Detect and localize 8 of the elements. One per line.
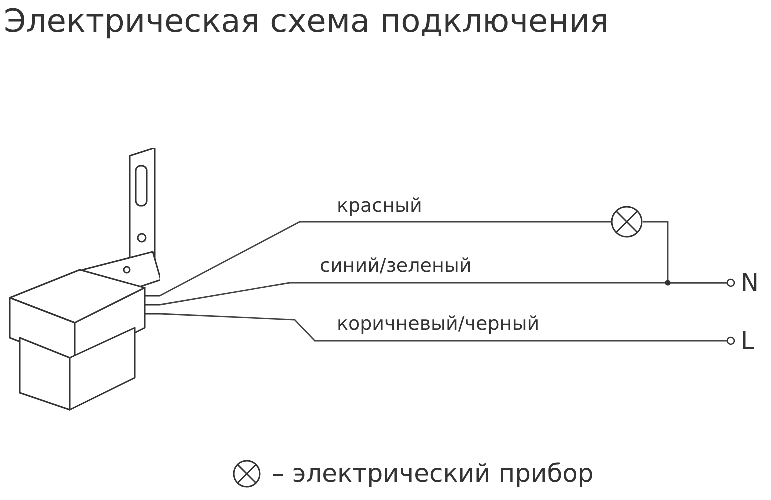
device-symbol xyxy=(611,206,643,238)
wire xyxy=(160,313,727,342)
terminal: L xyxy=(727,326,765,356)
wire xyxy=(160,221,611,297)
legend-text: – электрический прибор xyxy=(272,458,594,490)
terminal: N xyxy=(727,268,765,298)
diagram-title: Электрическая схема подключения xyxy=(4,2,610,40)
wire xyxy=(160,282,727,306)
